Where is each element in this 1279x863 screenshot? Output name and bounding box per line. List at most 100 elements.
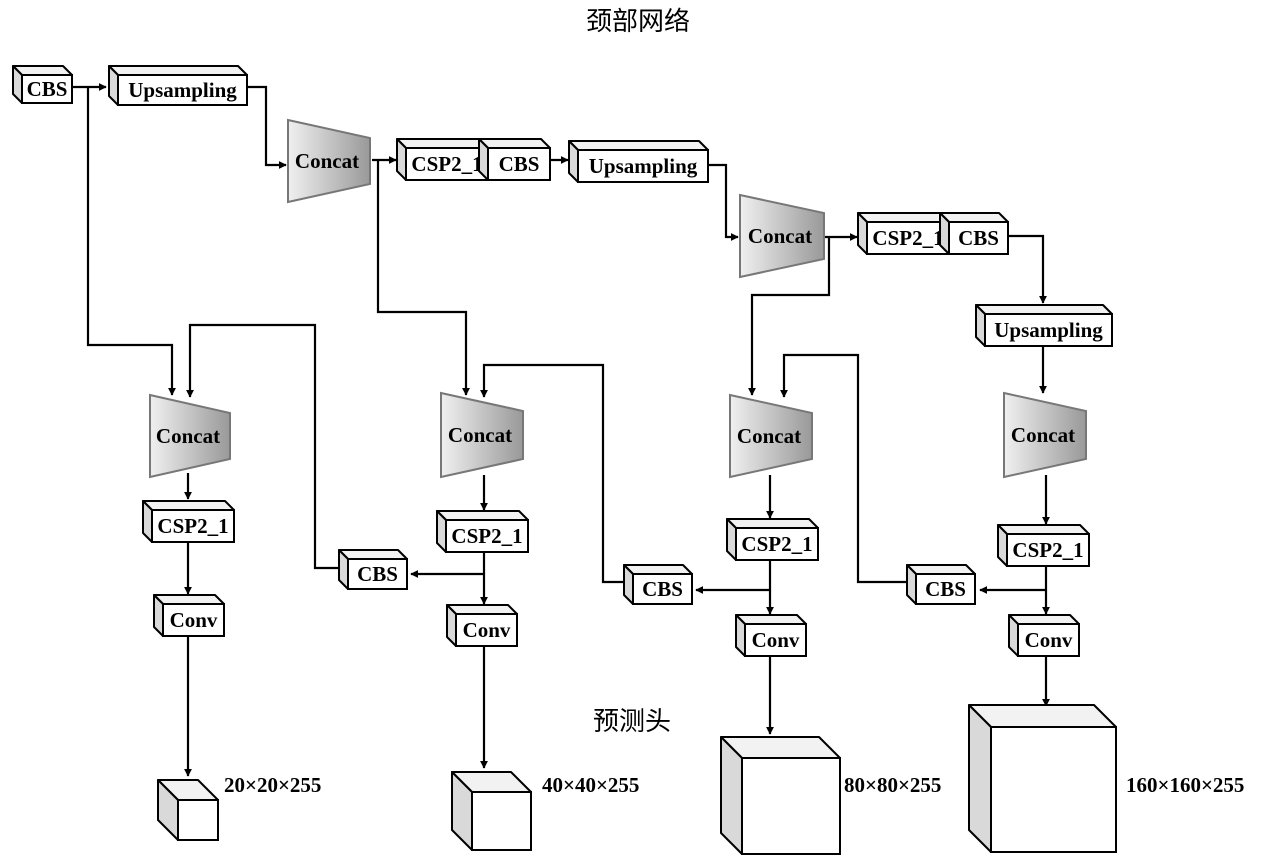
edge-upsampling-to-concat-2 xyxy=(709,163,739,241)
conv-block-col3-top-face xyxy=(735,614,807,625)
output-cube-80x80-front-face xyxy=(741,757,841,855)
concat-block-col3-shape xyxy=(729,393,813,479)
concat-block-col4-label: Concat xyxy=(1011,423,1075,447)
conv-block-col3-front-face xyxy=(744,623,807,657)
concat-block-top-2-label: Concat xyxy=(748,224,812,248)
concat-block-col1: Concat xyxy=(149,393,231,479)
csp-block-top-2-front-face xyxy=(866,221,950,255)
concat-block-col1-shape xyxy=(149,393,231,479)
conv-block-col4-front-face xyxy=(1017,623,1080,657)
output-cube-20x20 xyxy=(157,779,219,841)
concat-block-col3: Concat xyxy=(729,393,813,479)
concat-block-col2-shape xyxy=(440,391,524,479)
csp-block-col4-label: CSP2_1 xyxy=(1012,538,1083,562)
csp-block-top-1: CSP2_1 xyxy=(396,138,489,181)
csp-block-col3-label: CSP2_1 xyxy=(741,532,812,556)
cbs-block-col3-label: CBS xyxy=(925,577,966,601)
edge-concat-to-concat-80 xyxy=(748,237,831,396)
concat-block-col2-label: Concat xyxy=(448,423,512,447)
csp-block-col2-front-face xyxy=(445,519,529,553)
concat-block-col2: Concat xyxy=(440,391,524,479)
output-cube-160x160-top-face xyxy=(968,704,1117,728)
conv-block-col2: Conv xyxy=(446,604,518,647)
csp-block-col2-top-face xyxy=(436,510,529,521)
csp-block-col4: CSP2_1 xyxy=(997,524,1090,567)
upsampling-block-2-front-face xyxy=(577,149,709,183)
csp-block-col1-label: CSP2_1 xyxy=(157,514,228,538)
conv-block-col4: Conv xyxy=(1008,614,1080,657)
csp-block-col2-label: CSP2_1 xyxy=(451,524,522,548)
edge-cbs-to-upsampling-3 xyxy=(1008,234,1047,304)
output-cube-40x40 xyxy=(451,771,532,851)
csp-block-col1-front-face xyxy=(151,509,235,543)
cbs-block-col2-front-face xyxy=(632,573,693,605)
cbs-block-top-2-top-face xyxy=(478,138,551,149)
edge-concat-to-concat-40 xyxy=(376,160,470,396)
upsampling-block-2-label: Upsampling xyxy=(589,154,698,178)
cbs-block-col1-front-face xyxy=(347,558,408,590)
output-label-160: 160×160×255 xyxy=(1126,773,1244,797)
conv-block-col2-front-face xyxy=(455,613,518,647)
csp-block-col2: CSP2_1 xyxy=(436,510,529,553)
edge-upsampling-to-concat-1 xyxy=(247,85,287,169)
cbs-block-col3-front-face xyxy=(915,573,976,605)
csp-block-top-1-label: CSP2_1 xyxy=(411,152,482,176)
cbs-block-col2: CBS xyxy=(623,564,693,605)
csp-block-top-1-top-face xyxy=(396,138,489,149)
cbs-block-top-2-label: CBS xyxy=(499,152,540,176)
connections xyxy=(72,83,1050,777)
output-label-80: 80×80×255 xyxy=(844,773,941,797)
conv-block-col1-top-face xyxy=(153,594,225,605)
output-cube-160x160-side-face xyxy=(968,704,992,853)
csp-block-col1-top-face xyxy=(142,500,235,511)
cbs-block-top-1: CBS xyxy=(12,65,73,104)
conv-block-col1-label: Conv xyxy=(170,608,218,632)
upsampling-block-1: Upsampling xyxy=(108,65,248,106)
cbs-block-top-3: CBS xyxy=(939,212,1009,255)
cbs-block-col1-label: CBS xyxy=(357,562,398,586)
upsampling-block-3-front-face xyxy=(984,313,1113,347)
output-cube-80x80 xyxy=(720,736,841,855)
upsampling-block-1-front-face xyxy=(117,74,248,106)
cbs-block-top-3-front-face xyxy=(948,221,1009,255)
concat-block-top-1-shape xyxy=(287,118,371,204)
cbs-block-col3-top-face xyxy=(906,564,976,575)
conv-block-col3-label: Conv xyxy=(752,628,800,652)
cbs-block-col2-label: CBS xyxy=(642,577,683,601)
conv-block-col2-label: Conv xyxy=(463,618,511,642)
csp-block-top-1-front-face xyxy=(405,147,489,181)
concat-block-top-2: Concat xyxy=(739,193,825,279)
conv-block-col1-front-face xyxy=(162,603,225,637)
edge-cbs-loop-40 xyxy=(480,363,625,584)
concat-block-col4-shape xyxy=(1003,391,1087,479)
cbs-block-col3: CBS xyxy=(906,564,976,605)
neck-network-title: 颈部网络 xyxy=(586,7,690,37)
conv-block-col1: Conv xyxy=(153,594,225,637)
csp-block-col4-front-face xyxy=(1006,533,1090,567)
conv-block-col3: Conv xyxy=(735,614,807,657)
cbs-block-top-1-label: CBS xyxy=(27,77,68,101)
output-cube-80x80-side-face xyxy=(720,736,743,855)
upsampling-block-2: Upsampling xyxy=(568,140,709,183)
concat-block-col4: Concat xyxy=(1003,391,1087,479)
prediction-head-title: 预测头 xyxy=(593,707,671,737)
concat-block-top-1-label: Concat xyxy=(295,149,359,173)
conv-block-col2-top-face xyxy=(446,604,518,615)
upsampling-block-1-label: Upsampling xyxy=(128,78,237,102)
csp-block-top-2-label: CSP2_1 xyxy=(872,226,943,250)
cbs-block-col1: CBS xyxy=(338,549,408,590)
csp-block-top-2: CSP2_1 xyxy=(857,212,950,255)
concat-block-top-1: Concat xyxy=(287,118,371,204)
concat-block-col1-label: Concat xyxy=(156,424,220,448)
concat-block-col3-label: Concat xyxy=(737,424,801,448)
conv-block-col4-top-face xyxy=(1008,614,1080,625)
csp-block-col3-front-face xyxy=(735,527,819,561)
upsampling-block-3: Upsampling xyxy=(975,304,1113,347)
cbs-block-top-3-label: CBS xyxy=(958,226,999,250)
output-label-20: 20×20×255 xyxy=(224,773,321,797)
cbs-block-col2-top-face xyxy=(623,564,693,575)
edge-cbs-loop-80 xyxy=(780,353,908,584)
cbs-block-top-1-front-face xyxy=(21,74,73,104)
csp-block-col3-top-face xyxy=(726,518,819,529)
